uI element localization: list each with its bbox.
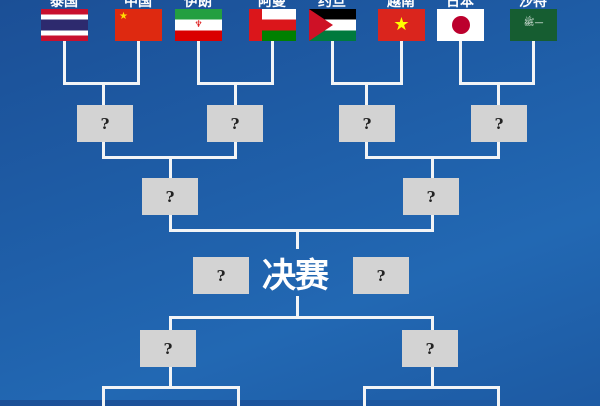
thailand-flag-icon: [41, 9, 88, 41]
bracket-line: [271, 41, 274, 84]
match-slot: ?: [353, 257, 409, 294]
bracket-line: [296, 296, 299, 318]
bracket-line: [169, 316, 172, 331]
bracket-line: [497, 82, 500, 106]
team-label: 越南: [387, 0, 415, 10]
bracket-line: [169, 366, 172, 388]
bracket-line: [431, 214, 434, 231]
japan-flag-icon: [437, 9, 484, 41]
match-slot: ?: [142, 178, 198, 215]
bracket-line: [431, 316, 434, 331]
bracket-line: [102, 82, 105, 106]
team-label: 伊朗: [184, 0, 212, 10]
bracket-line: [296, 229, 299, 249]
bracket-line: [63, 82, 140, 85]
match-slot: ?: [207, 105, 263, 142]
bracket-line: [400, 41, 403, 84]
match-slot: ?: [193, 257, 249, 294]
jordan-flag-icon: [309, 9, 356, 41]
match-slot: ?: [403, 178, 459, 215]
bracket-line: [365, 141, 368, 159]
bracket-line: [459, 41, 462, 84]
bracket-line: [197, 41, 200, 84]
bracket-line: [63, 41, 66, 84]
bracket-line: [102, 141, 105, 159]
match-slot: ?: [402, 330, 458, 367]
team-label: 约旦: [318, 0, 346, 10]
match-slot: ?: [140, 330, 196, 367]
bracket-line: [169, 156, 172, 179]
iran-flag-icon: ♆: [175, 9, 222, 41]
bracket-line: [234, 141, 237, 159]
team-label: 日本: [446, 0, 474, 10]
match-slot: ?: [339, 105, 395, 142]
bracket-line: [363, 386, 500, 389]
bracket-line: [137, 41, 140, 84]
bracket-line: [431, 156, 434, 179]
bracket-line: [365, 82, 368, 106]
match-slot: ?: [77, 105, 133, 142]
team-label: 阿曼: [258, 0, 286, 10]
vietnam-flag-icon: ★: [378, 9, 425, 41]
bracket-line: [497, 386, 500, 406]
oman-flag-icon: [249, 9, 296, 41]
bracket-line: [102, 386, 240, 389]
china-flag-icon: ★: [115, 9, 162, 41]
team-label: 中国: [124, 0, 152, 10]
bracket-line: [169, 229, 434, 232]
bracket-line: [431, 366, 434, 388]
team-label: 泰国: [50, 0, 78, 10]
bracket-line: [363, 386, 366, 406]
bracket-line: [169, 214, 172, 231]
bracket-line: [532, 41, 535, 84]
match-slot: ?: [471, 105, 527, 142]
bracket-line: [234, 82, 237, 106]
bracket-line: [102, 386, 105, 406]
bracket-line: [497, 141, 500, 159]
final-title: 决赛: [262, 256, 329, 296]
bracket-line: [237, 386, 240, 406]
bracket-line: [331, 41, 334, 84]
saudi-arabia-flag-icon: ﷺ—: [510, 9, 557, 41]
bracket-line: [169, 316, 434, 319]
team-label: 沙特: [519, 0, 547, 10]
